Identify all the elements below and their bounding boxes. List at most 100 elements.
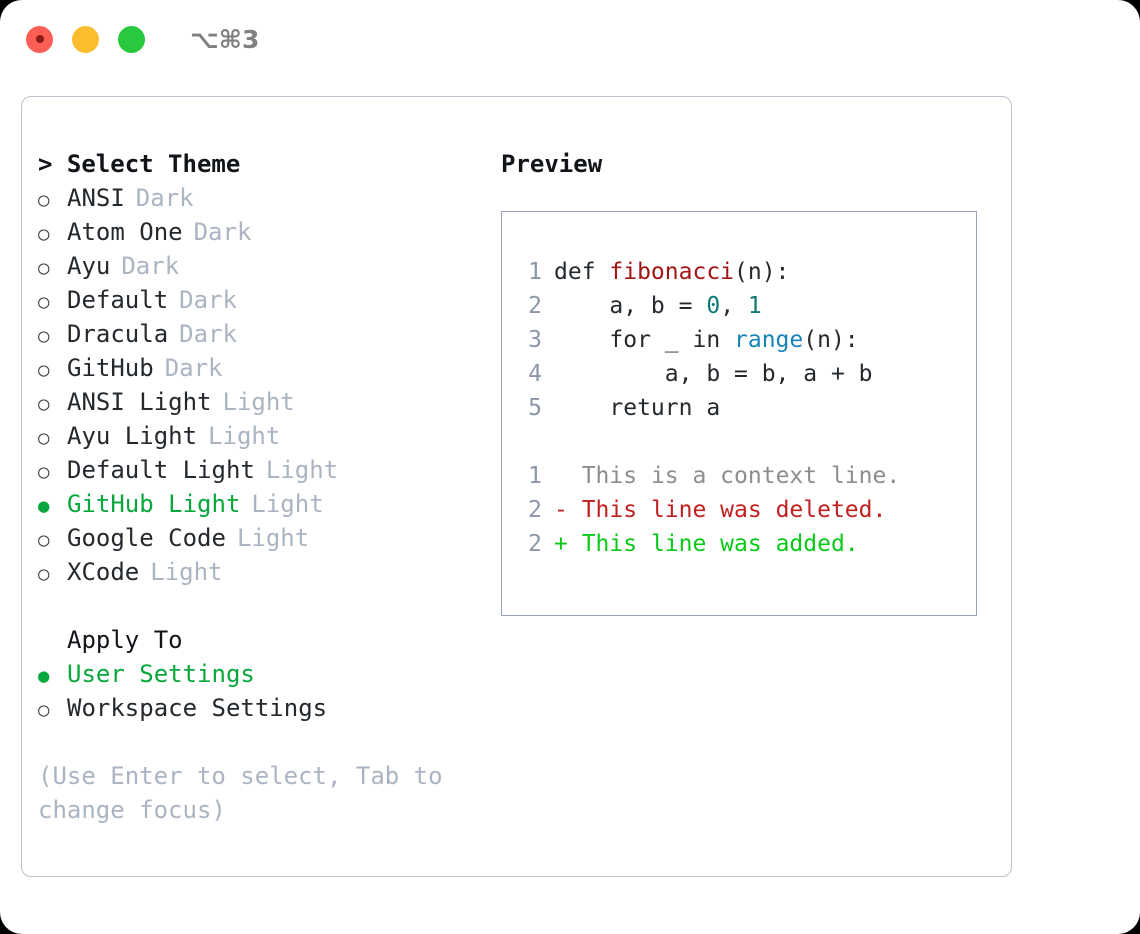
line-number: 1 — [528, 463, 542, 489]
keyboard-hint: (Use Enter to select, Tab to change focu… — [38, 762, 443, 824]
list-spacer — [38, 589, 488, 623]
code-token: return a — [554, 395, 721, 421]
theme-list-item[interactable]: ○ Dracula Dark — [38, 317, 488, 351]
minimize-button[interactable] — [72, 25, 99, 53]
code-token: (n): — [803, 327, 859, 353]
theme-name: Google Code — [67, 524, 226, 552]
line-number: 2 — [528, 531, 542, 557]
close-button[interactable] — [26, 25, 53, 53]
diff-sign: - — [554, 497, 582, 523]
apply-to-heading: Apply To — [67, 626, 183, 654]
radio-unselected-icon[interactable]: ○ — [38, 393, 50, 415]
theme-name: Default Light — [67, 456, 255, 484]
diff-line-context: 1 This is a context line. — [502, 459, 976, 493]
theme-list-item[interactable]: ○ XCode Light — [38, 555, 488, 589]
radio-unselected-icon[interactable]: ○ — [38, 325, 50, 347]
theme-list-item[interactable]: ○ Ayu Light Light — [38, 419, 488, 453]
radio-selected-icon[interactable]: ● — [38, 495, 50, 517]
code-token: def — [554, 259, 610, 285]
theme-variant-tag: Light — [208, 422, 281, 450]
theme-list-item[interactable]: ○ GitHub Dark — [38, 351, 488, 385]
theme-name: GitHub — [67, 354, 154, 382]
apply-to-label: Workspace Settings — [67, 694, 328, 722]
diff-sign — [554, 459, 582, 493]
theme-list-item[interactable]: ○ ANSI Dark — [38, 181, 488, 215]
apply-to-list[interactable]: ● User Settings ○ Workspace Settings — [38, 657, 488, 725]
theme-list-item[interactable]: ○ Default Light Light — [38, 453, 488, 487]
theme-variant-tag: Dark — [135, 184, 194, 212]
radio-unselected-icon[interactable]: ○ — [38, 699, 50, 721]
theme-variant-tag: Dark — [164, 354, 223, 382]
code-token: a, b = — [554, 293, 707, 319]
radio-unselected-icon[interactable]: ○ — [38, 359, 50, 381]
line-number: 5 — [528, 395, 542, 421]
radio-unselected-icon[interactable]: ○ — [38, 257, 50, 279]
apply-to-item[interactable]: ○ Workspace Settings — [38, 691, 488, 725]
diff-block: 1 This is a context line.2- This line wa… — [502, 459, 976, 561]
diff-text: This is a context line. — [581, 463, 901, 489]
theme-name: XCode — [67, 558, 140, 586]
window-title: ⌥⌘3 — [190, 24, 260, 54]
apply-to-item[interactable]: ● User Settings — [38, 657, 488, 691]
line-number: 4 — [528, 361, 542, 387]
radio-unselected-icon[interactable]: ○ — [38, 529, 50, 551]
diff-line-added: 2 + This line was added. — [502, 527, 976, 561]
radio-unselected-icon[interactable]: ○ — [38, 563, 50, 585]
code-line: 3 for _ in range(n): — [502, 323, 976, 357]
theme-list-item[interactable]: ○ Google Code Light — [38, 521, 488, 555]
code-line: 1 def fibonacci(n): — [502, 255, 976, 289]
radio-selected-icon[interactable]: ● — [38, 665, 50, 687]
code-token: fibonacci — [609, 259, 735, 285]
theme-variant-tag: Light — [150, 558, 223, 586]
theme-name: ANSI — [67, 184, 125, 212]
maximize-button[interactable] — [118, 25, 145, 53]
diff-line-deleted: 2- This line was deleted. — [502, 493, 976, 527]
theme-list-item[interactable]: ○ Ayu Dark — [38, 249, 488, 283]
theme-name: ANSI Light — [67, 388, 212, 416]
code-token: 1 — [747, 293, 762, 319]
theme-name: Atom One — [67, 218, 183, 246]
apply-to-label: User Settings — [67, 660, 255, 688]
diff-sign: + — [554, 531, 582, 557]
theme-name: Dracula — [67, 320, 169, 348]
theme-variant-tag: Light — [265, 456, 339, 484]
code-token: range — [734, 327, 804, 353]
radio-unselected-icon[interactable]: ○ — [38, 223, 50, 245]
line-number: 2 — [528, 293, 542, 319]
select-theme-heading: > Select Theme — [38, 150, 241, 178]
code-token: for _ in — [554, 327, 735, 353]
theme-variant-tag: Light — [222, 388, 295, 416]
theme-list-item[interactable]: ○ ANSI Light Light — [38, 385, 488, 419]
theme-name: Default — [67, 286, 169, 314]
theme-name: Ayu — [67, 252, 111, 280]
code-token: a, b = b, a + b — [554, 361, 873, 387]
code-token: (n): — [734, 259, 790, 285]
radio-unselected-icon[interactable]: ○ — [38, 189, 50, 211]
radio-unselected-icon[interactable]: ○ — [38, 291, 50, 313]
diff-text: This line was added. — [581, 531, 859, 557]
diff-text: This line was deleted. — [581, 497, 887, 523]
code-token: , — [720, 293, 748, 319]
theme-name: Ayu Light — [67, 422, 198, 450]
theme-variant-tag: Dark — [179, 320, 237, 348]
theme-name: GitHub Light — [67, 490, 241, 518]
line-number: 1 — [528, 259, 542, 285]
theme-variant-tag: Dark — [121, 252, 180, 280]
radio-unselected-icon[interactable]: ○ — [38, 427, 50, 449]
code-diff-gap — [502, 425, 976, 459]
theme-variant-tag: Light — [236, 524, 310, 552]
preview-heading: Preview — [501, 150, 603, 178]
radio-unselected-icon[interactable]: ○ — [38, 461, 50, 483]
code-token: 0 — [706, 293, 721, 319]
line-number: 3 — [528, 327, 542, 353]
code-line: 5 return a — [502, 391, 976, 425]
window-controls — [26, 25, 145, 53]
